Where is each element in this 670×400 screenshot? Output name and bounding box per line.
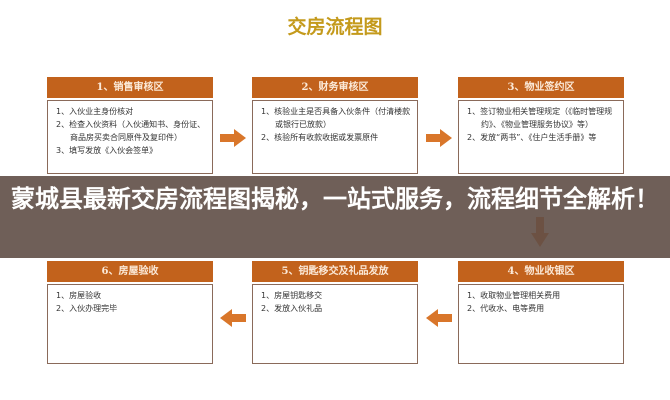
step-1-box: 1、入伙业主身份核对 2、检查入伙资料（入伙通知书、身份证、商品房买卖合同原件及…: [47, 100, 213, 174]
step-item: 2、代收水、电等费用: [467, 304, 545, 313]
arrow-left-icon: [426, 309, 452, 327]
step-item: 1、收取物业管理相关费用: [467, 291, 561, 300]
step-4-box: 1、收取物业管理相关费用 2、代收水、电等费用: [458, 284, 624, 364]
arrow-right-icon: [426, 129, 452, 147]
step-item: 1、入伙业主身份核对: [56, 107, 134, 116]
step-item: 3、填写发放《入伙会签单》: [56, 146, 158, 155]
step-3-header: 3、物业签约区: [458, 77, 624, 98]
step-item: 2、发放入伙礼品: [261, 304, 323, 313]
step-item: 2、发放“两书”、《住户生活手册》等: [467, 133, 597, 142]
arrow-right-icon: [220, 129, 246, 147]
step-1-header: 1、销售审核区: [47, 77, 213, 98]
step-5-box: 1、房屋钥匙移交 2、发放入伙礼品: [252, 284, 418, 364]
step-item: 1、核验业主是否具备入伙条件（付清楼款或银行已放款）: [261, 107, 411, 129]
step-item: 1、房屋钥匙移交: [261, 291, 323, 300]
step-item: 1、房屋验收: [56, 291, 102, 300]
step-2-header: 2、财务审核区: [252, 77, 418, 98]
step-3-box: 1、签订物业相关管理规定（《临时管理规约》、《物业管理服务协议》等） 2、发放“…: [458, 100, 624, 174]
step-6-header: 6、房屋验收: [47, 261, 213, 282]
step-4-header: 4、物业收银区: [458, 261, 624, 282]
step-item: 2、检查入伙资料（入伙通知书、身份证、商品房买卖合同原件及复印件）: [56, 120, 206, 142]
step-6-box: 1、房屋验收 2、入伙办理完毕: [47, 284, 213, 364]
headline-overlay: 蒙城县最新交房流程图揭秘，一站式服务，流程细节全解析！: [0, 176, 670, 258]
step-2-box: 1、核验业主是否具备入伙条件（付清楼款或银行已放款） 2、核验所有收款收据或发票…: [252, 100, 418, 174]
step-item: 2、入伙办理完毕: [56, 304, 118, 313]
step-5-header: 5、钥匙移交及礼品发放: [252, 261, 418, 282]
step-item: 2、核验所有收款收据或发票原件: [261, 133, 379, 142]
headline-text: 蒙城县最新交房流程图揭秘，一站式服务，流程细节全解析！: [11, 185, 659, 213]
step-item: 1、签订物业相关管理规定（《临时管理规约》、《物业管理服务协议》等）: [467, 107, 613, 129]
arrow-left-icon: [220, 309, 246, 327]
diagram-title: 交房流程图: [287, 16, 383, 38]
